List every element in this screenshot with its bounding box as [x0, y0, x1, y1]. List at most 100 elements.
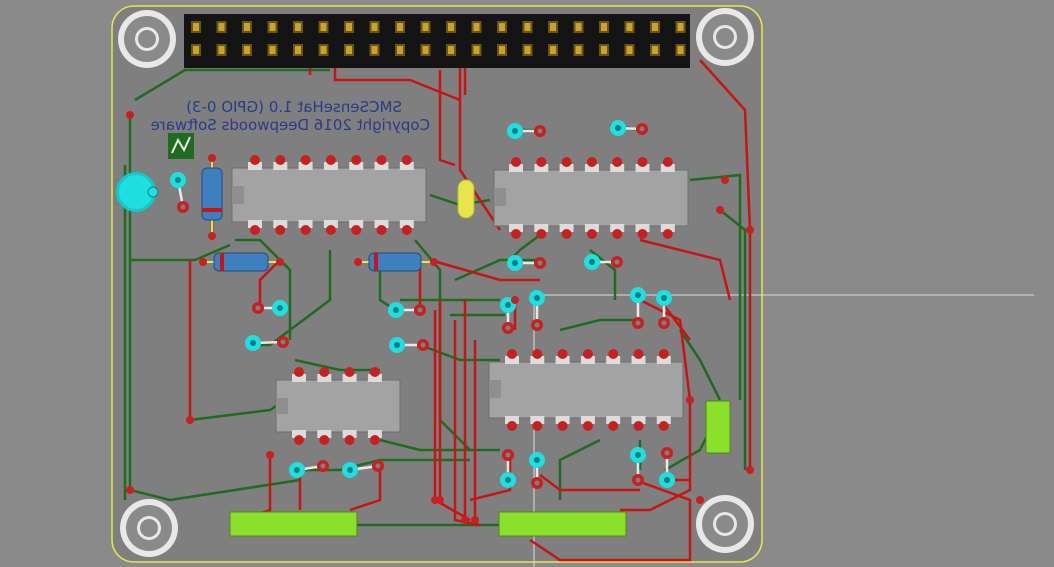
solder-pad: [633, 421, 644, 431]
header-pin-tip: [626, 23, 633, 31]
ic-pin: [292, 430, 306, 438]
solder-pad: [662, 157, 673, 167]
header-pin-tip: [397, 46, 403, 54]
ic-pin: [610, 164, 625, 172]
ic-pin: [505, 356, 519, 364]
solder-pad: [532, 421, 543, 431]
ic-pin: [399, 162, 414, 170]
ic-pin: [349, 220, 364, 228]
solder-pad: [351, 155, 362, 165]
pad-hole: [537, 260, 543, 266]
via-hole: [534, 457, 540, 463]
ic-pin: [273, 162, 288, 170]
solder-pad: [612, 157, 623, 167]
ic-u1: [231, 155, 427, 235]
mounting-hole-icon: [118, 10, 176, 68]
solder-pad: [126, 486, 134, 494]
ic-pin: [606, 416, 621, 424]
ic-pin: [317, 430, 332, 438]
mounting-hole-icon: [120, 499, 178, 557]
via-hole: [661, 295, 667, 301]
solder-pad: [586, 157, 597, 167]
header-pin-tip: [269, 23, 276, 31]
header-pin-tip: [218, 46, 225, 54]
ic-pin: [534, 164, 549, 172]
gpio-header: [184, 14, 690, 68]
ic-pin: [248, 162, 262, 170]
via-hole: [635, 452, 641, 458]
capacitor-icon: [116, 172, 159, 212]
pad-hole: [255, 305, 261, 311]
silkscreen-text: SMCSenseHat 1.0 (GPIO 0-3) Copyright 201…: [151, 98, 430, 134]
ic-pin: [273, 220, 288, 228]
via-hole: [175, 177, 181, 183]
pad-hole: [661, 320, 667, 326]
solder-pad: [294, 367, 304, 377]
header-pin-tip: [550, 23, 556, 31]
via-hole: [664, 477, 670, 483]
via-hole: [534, 295, 540, 301]
header-pin-tip: [601, 46, 607, 54]
solder-pad: [586, 229, 597, 239]
solder-pad: [431, 496, 439, 504]
solder-pad: [319, 367, 330, 377]
solder-pad: [208, 232, 216, 240]
ic-pin: [534, 224, 549, 232]
solder-pad: [276, 258, 284, 266]
header-pin-tip: [626, 46, 633, 54]
header-pin-tip: [295, 46, 301, 54]
solder-pad: [369, 367, 380, 377]
via-hole: [512, 260, 518, 266]
solder-pad: [637, 157, 648, 167]
header-pin-tip: [652, 23, 658, 31]
solder-pad: [199, 258, 207, 266]
pad-hole: [505, 452, 511, 458]
header-pin-tip: [295, 23, 301, 31]
header-pin-tip: [244, 46, 250, 54]
header-pin-tip: [193, 23, 199, 31]
solder-pad: [369, 435, 380, 445]
solder-pad: [208, 154, 216, 162]
solder-pad: [662, 229, 673, 239]
board-copyright: Copyright 2016 Deepwoods Software: [151, 116, 430, 134]
via-hole: [393, 307, 399, 313]
solder-pad: [608, 421, 619, 431]
solder-pad: [511, 229, 521, 239]
ic-pin: [342, 374, 357, 382]
ic-pin: [635, 164, 650, 172]
solder-pad: [507, 349, 517, 359]
ic-pin: [610, 224, 625, 232]
ic-pin: [349, 162, 364, 170]
solder-pad: [250, 155, 260, 165]
ic-pin: [323, 220, 338, 228]
ic-pin: [631, 416, 646, 424]
ic-pin: [606, 356, 621, 364]
ic-pin: [505, 416, 519, 424]
header-pin-tip: [397, 23, 403, 31]
pad-hole: [320, 463, 326, 469]
solder-pad: [325, 155, 336, 165]
solder-pad: [532, 349, 543, 359]
header-pin-tip: [677, 46, 684, 54]
solder-pad: [716, 206, 724, 214]
ic-pin: [559, 224, 574, 232]
ic-pin: [399, 220, 414, 228]
solder-pad: [511, 296, 519, 304]
solder-pad: [507, 421, 517, 431]
ic-u2: [493, 157, 689, 239]
solder-pad: [561, 157, 572, 167]
pad-hole: [417, 307, 423, 313]
solder-pad: [186, 416, 194, 424]
solder-pad: [536, 229, 547, 239]
header-pin-tip: [448, 46, 454, 54]
pad-hole: [664, 450, 670, 456]
via-hole: [512, 128, 518, 134]
resistor-r1: [201, 160, 223, 234]
mounting-hole-icon: [696, 495, 754, 553]
header-pin-tip: [422, 46, 429, 54]
board-outline: [111, 5, 763, 563]
ic-pin: [660, 164, 675, 172]
ic-pin: [367, 430, 382, 438]
header-pin-tip: [320, 23, 327, 31]
